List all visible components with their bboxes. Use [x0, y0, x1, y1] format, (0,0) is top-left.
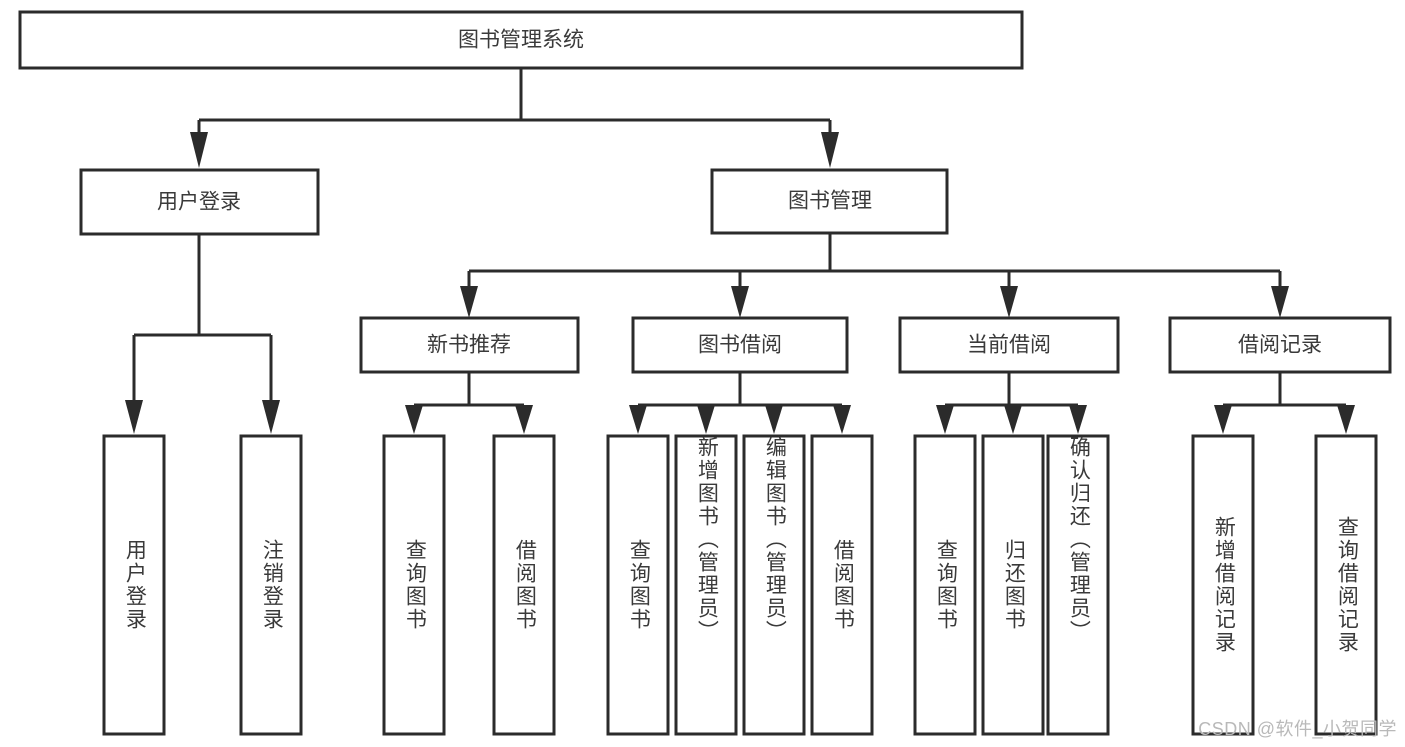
connectors-records-to-leaves	[1214, 372, 1355, 434]
arrow-head-book-mgmt	[821, 132, 839, 168]
leaf-box-logout[interactable]	[239, 434, 303, 736]
leaf-box-nb-borrow-book[interactable]	[492, 434, 556, 736]
node-book-borrow-label: 图书借阅	[698, 334, 782, 357]
arrow-head-bb-leaf4	[833, 405, 851, 434]
leaf-box-cb-return-book[interactable]	[981, 434, 1045, 736]
arrow-head-bb-leaf3	[765, 405, 783, 434]
arrow-head-nb-leaf1	[405, 405, 423, 434]
node-book-management-box[interactable]	[710, 168, 949, 235]
arrow-head-user-login	[190, 132, 208, 168]
node-borrow-records[interactable]: 借阅记录	[1168, 316, 1392, 374]
node-new-book-recommend-box[interactable]	[359, 316, 580, 374]
node-current-borrow-box[interactable]	[898, 316, 1120, 374]
node-user-login-box[interactable]	[79, 168, 320, 236]
arrow-head-current	[1000, 286, 1018, 318]
node-new-book-recommend[interactable]: 新书推荐	[359, 316, 580, 374]
connectors-borrow-to-leaves	[629, 372, 851, 434]
arrow-head-bb-leaf1	[629, 405, 647, 434]
connectors-current-to-leaves	[936, 372, 1087, 434]
arrow-head-bb-leaf2	[697, 405, 715, 434]
arrow-head-br-leaf2	[1337, 405, 1355, 434]
node-borrow-records-box[interactable]	[1168, 316, 1392, 374]
node-user-login[interactable]: 用户登录	[79, 168, 320, 236]
connectors-user-login-to-leaves	[125, 234, 280, 434]
arrow-head-cb-leaf1	[936, 405, 954, 434]
arrow-head-records	[1271, 286, 1289, 318]
node-book-borrow[interactable]: 图书借阅	[631, 316, 849, 374]
arrow-head-br-leaf1	[1214, 405, 1232, 434]
node-current-borrow-label: 当前借阅	[967, 334, 1051, 357]
arrow-head-nb-leaf2	[515, 405, 533, 434]
arrow-head-cb-leaf2	[1004, 405, 1022, 434]
node-new-book-recommend-label: 新书推荐	[427, 334, 511, 357]
arrow-head-cb-leaf3	[1069, 405, 1087, 434]
node-root-label: 图书管理系统	[458, 29, 584, 52]
connectors-book-mgmt-to-level3	[460, 233, 1289, 318]
node-book-borrow-box[interactable]	[631, 316, 849, 374]
leaf-box-cb-query-book[interactable]	[913, 434, 977, 736]
node-book-management[interactable]: 图书管理	[710, 168, 949, 235]
leaf-box-bb-borrow-book[interactable]	[810, 434, 874, 736]
arrow-head-newbook	[460, 286, 478, 318]
leaf-box-bb-edit-book[interactable]	[742, 434, 806, 736]
leaf-box-br-query-record[interactable]	[1314, 434, 1378, 736]
node-borrow-records-label: 借阅记录	[1238, 334, 1322, 357]
leaf-box-cb-confirm-return[interactable]	[1046, 434, 1110, 736]
leaf-box-br-add-record[interactable]	[1191, 434, 1255, 736]
node-current-borrow[interactable]: 当前借阅	[898, 316, 1120, 374]
leaf-box-nb-query-book[interactable]	[382, 434, 446, 736]
node-root[interactable]: 图书管理系统	[18, 10, 1024, 70]
leaf-box-bb-add-book[interactable]	[674, 434, 738, 736]
node-root-box[interactable]	[18, 10, 1024, 70]
connectors-root-to-level2	[190, 68, 839, 168]
leaf-box-user-login[interactable]	[102, 434, 166, 736]
node-user-login-label: 用户登录	[157, 191, 241, 214]
watermark-text: CSDN @软件_小贺同学	[1198, 719, 1397, 739]
node-book-management-label: 图书管理	[788, 190, 872, 213]
arrow-head-leaf-logout	[262, 400, 280, 434]
arrow-head-leaf-user-login	[125, 400, 143, 434]
leaf-box-bb-query-book[interactable]	[606, 434, 670, 736]
connectors-newbook-to-leaves	[405, 372, 533, 434]
arrow-head-borrow	[731, 286, 749, 318]
